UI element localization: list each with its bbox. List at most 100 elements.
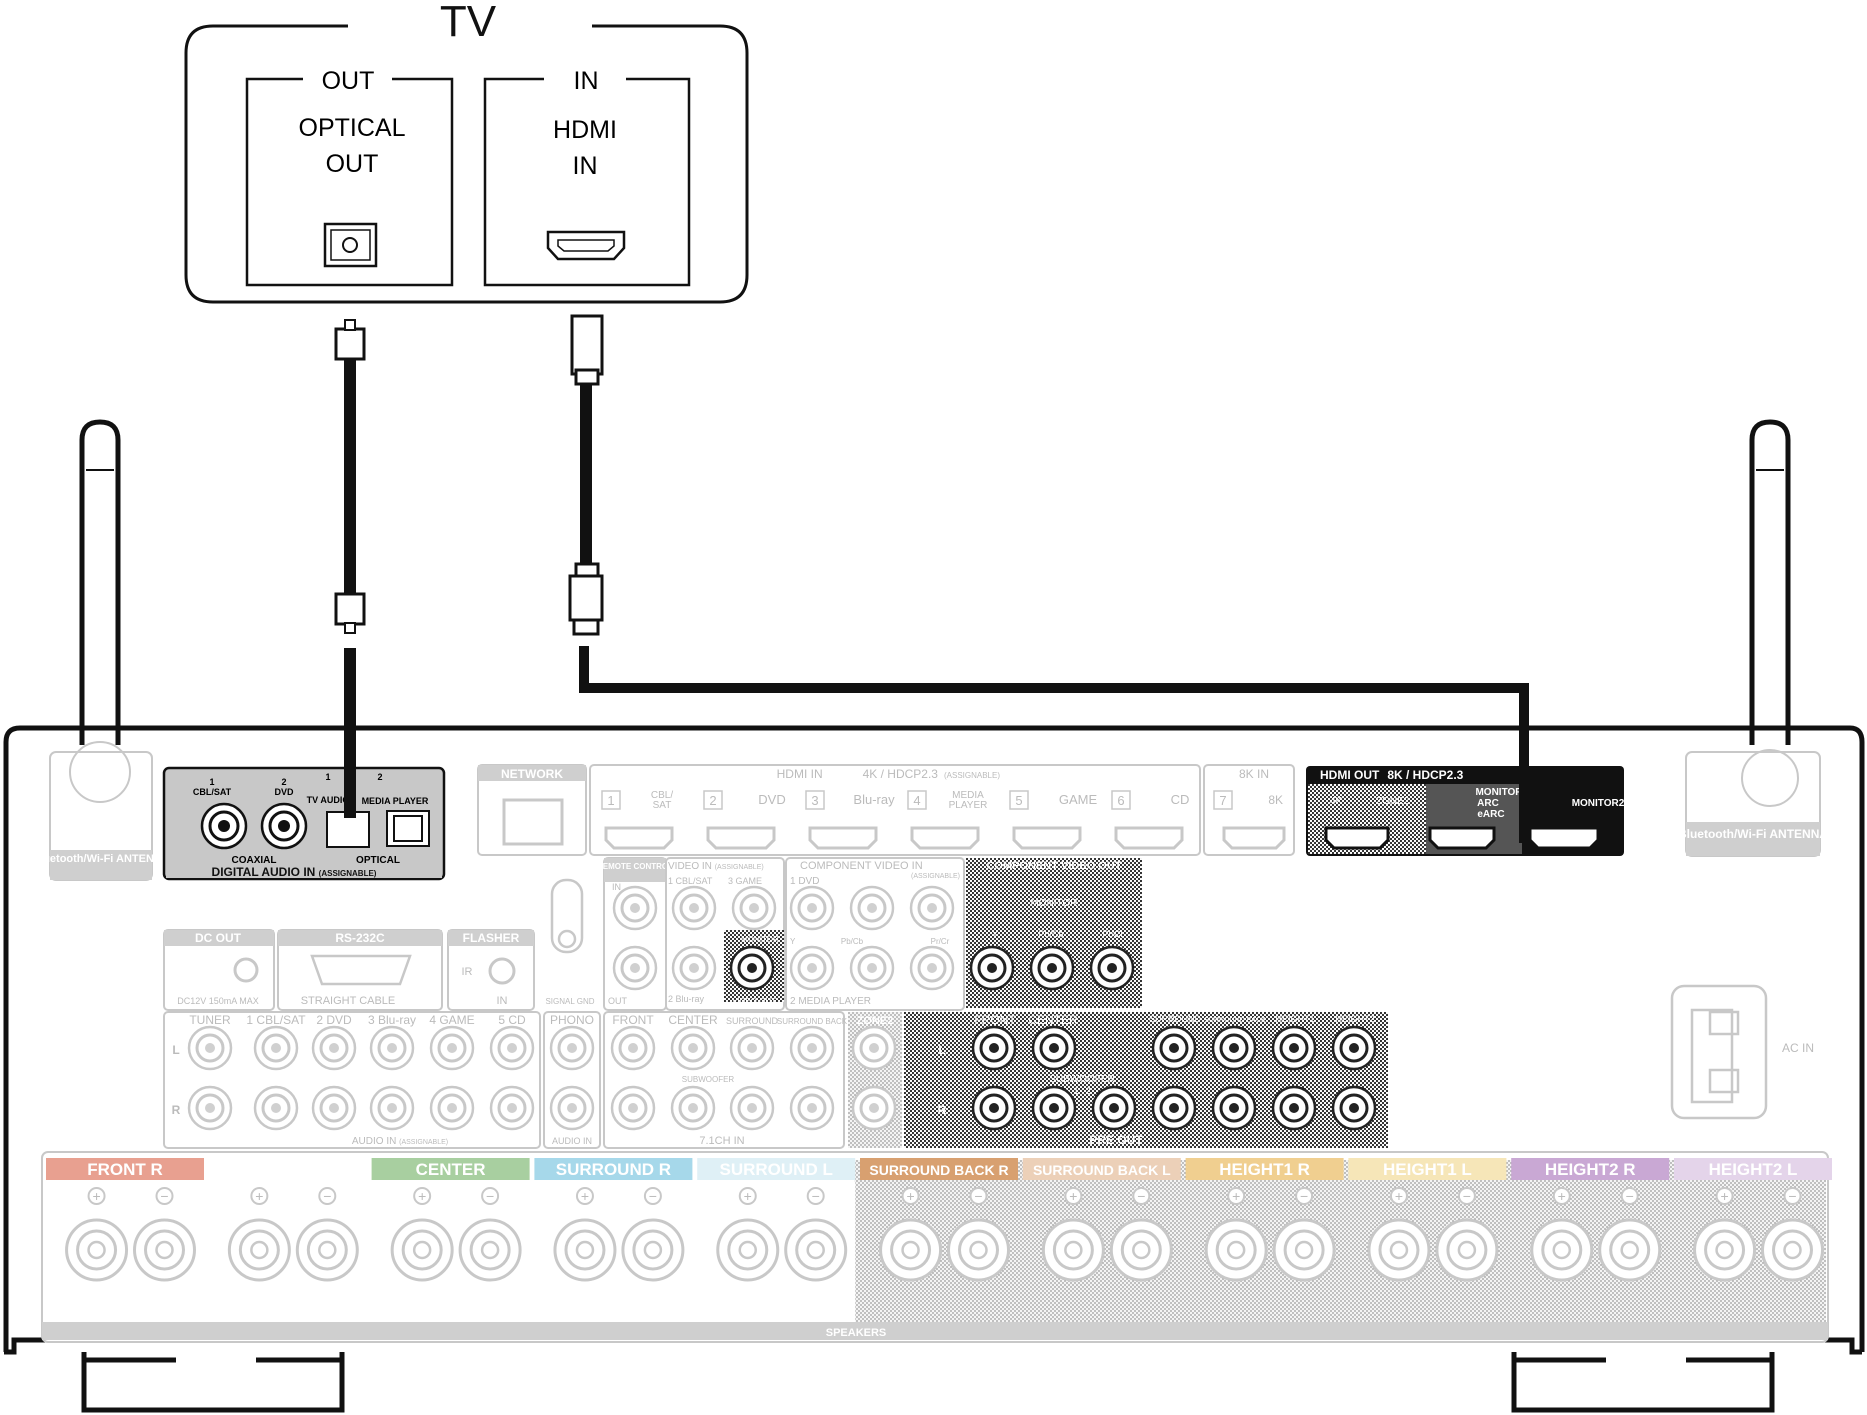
speaker-post[interactable]: −	[458, 1187, 522, 1282]
av-receiver: Bluetooth/Wi-Fi ANTENNA Bluetooth/Wi-Fi …	[3, 419, 1865, 1413]
speaker-post[interactable]: −	[1272, 1187, 1336, 1282]
71ch-in-jack[interactable]	[789, 1025, 835, 1071]
pre-out-jack[interactable]	[971, 1085, 1017, 1131]
svg-text:MEDIA PLAYER: MEDIA PLAYER	[362, 796, 429, 806]
component-in-2-jack[interactable]	[849, 945, 895, 991]
speaker-post[interactable]: −	[621, 1187, 685, 1282]
pre-out-jack[interactable]	[1271, 1085, 1317, 1131]
71ch-in-jack[interactable]	[670, 1085, 716, 1131]
speaker-post[interactable]: −	[1435, 1187, 1499, 1282]
speaker-post[interactable]: −	[1598, 1187, 1662, 1282]
audio-in-l-jack[interactable]	[369, 1025, 415, 1071]
speaker-post[interactable]: −	[947, 1187, 1010, 1282]
component-in-1-jack[interactable]	[849, 885, 895, 931]
speaker-post[interactable]: +	[390, 1187, 454, 1282]
speaker-post[interactable]: −	[1761, 1187, 1824, 1282]
audio-in-l-jack[interactable]	[311, 1025, 357, 1071]
hdmi-8k-in-port[interactable]	[1222, 826, 1286, 850]
audio-in-l-jack[interactable]	[489, 1025, 535, 1071]
audio-in-l-jack[interactable]	[429, 1025, 475, 1071]
71ch-in-jack[interactable]	[729, 1025, 775, 1071]
speaker-post[interactable]: +	[1530, 1187, 1594, 1282]
speaker-post[interactable]: +	[1693, 1187, 1757, 1282]
audio-in-r-jack[interactable]	[549, 1085, 595, 1131]
speaker-post[interactable]: +	[879, 1187, 943, 1282]
pre-out-jack[interactable]	[1151, 1025, 1197, 1071]
component-out-jack[interactable]	[1029, 945, 1075, 991]
hdmi-out-zone2-port[interactable]	[1324, 826, 1390, 850]
component-in-1-jack[interactable]	[789, 885, 835, 931]
71ch-in-jack[interactable]	[670, 1025, 716, 1071]
zone2-r-jack[interactable]	[851, 1085, 897, 1131]
pre-out-jack[interactable]	[1031, 1025, 1077, 1071]
audio-in-r-jack[interactable]	[489, 1085, 535, 1131]
audio-in-r-jack[interactable]	[369, 1085, 415, 1131]
speaker-post[interactable]: +	[1041, 1187, 1105, 1282]
pre-out-jack[interactable]	[1211, 1025, 1257, 1071]
coaxial-input-1[interactable]: 1 CBL/SAT	[193, 777, 248, 850]
pre-out-jack[interactable]	[1331, 1085, 1377, 1131]
speaker-post[interactable]: −	[295, 1187, 359, 1282]
polarity-sign: −	[486, 1188, 494, 1204]
audio-in-l-jack[interactable]	[187, 1025, 233, 1071]
audio-in-l-jack[interactable]	[253, 1025, 299, 1071]
pre-out-jack[interactable]	[1151, 1085, 1197, 1131]
ac-in[interactable]: AC IN	[1670, 984, 1814, 1120]
zone2-l-jack[interactable]	[851, 1025, 897, 1071]
component-out-jack[interactable]	[1089, 945, 1135, 991]
pre-out-jack[interactable]	[971, 1025, 1017, 1071]
speaker-post[interactable]: +	[1367, 1187, 1431, 1282]
component-out-jack[interactable]	[969, 945, 1015, 991]
audio-in-r-jack[interactable]	[429, 1085, 475, 1131]
optical-input-media-player[interactable]: 2 MEDIA PLAYER	[362, 772, 430, 847]
audio-in-l-jack[interactable]	[549, 1025, 595, 1071]
speaker-post[interactable]: −	[1109, 1187, 1173, 1282]
71ch-in-jack[interactable]	[789, 1085, 835, 1131]
hdmi-out-monitor-arc-port[interactable]	[1428, 826, 1496, 850]
pre-out-jack[interactable]	[1031, 1085, 1077, 1131]
tv-hdmi-in-port[interactable]	[546, 230, 626, 261]
71ch-in-jack[interactable]	[729, 1085, 775, 1131]
component-in-2-jack[interactable]	[789, 945, 835, 991]
speaker-post[interactable]: −	[133, 1187, 196, 1282]
component-in-2-jack[interactable]	[909, 945, 955, 991]
dc-out-jack[interactable]	[233, 957, 259, 983]
hdmi-in-number: 3	[811, 793, 818, 808]
remote-in-jack[interactable]	[612, 885, 658, 931]
speaker-post[interactable]: +	[716, 1187, 780, 1282]
speaker-post[interactable]: −	[784, 1187, 848, 1282]
audio-in-r-jack[interactable]	[187, 1085, 233, 1131]
component-in-1-jack[interactable]	[909, 885, 955, 931]
video-in-2-jack[interactable]	[671, 945, 717, 991]
audio-in-r-jack[interactable]	[253, 1085, 299, 1131]
hdmi-out-monitor2-port[interactable]	[1528, 826, 1600, 850]
71ch-in-jack[interactable]	[610, 1025, 656, 1071]
speaker-channel-label: SURROUND BACK L	[1033, 1162, 1171, 1178]
rs232c-port[interactable]	[310, 954, 412, 986]
tv-optical-out-port[interactable]	[323, 222, 378, 268]
monitor-video-out-jack[interactable]	[729, 945, 775, 991]
coaxial-input-2[interactable]: 2 DVD	[260, 777, 308, 850]
speaker-post[interactable]: +	[65, 1187, 129, 1282]
video-in-3-jack[interactable]	[731, 885, 777, 931]
speaker-post[interactable]: +	[1204, 1187, 1268, 1282]
flasher-jack[interactable]	[488, 957, 516, 985]
71ch-in-jack[interactable]	[610, 1085, 656, 1131]
pre-out-jack[interactable]	[1091, 1085, 1137, 1131]
pre-out-jack[interactable]	[1211, 1085, 1257, 1131]
ethernet-port[interactable]	[502, 798, 564, 846]
speaker-post[interactable]: +	[553, 1187, 617, 1282]
signal-gnd[interactable]: SIGNAL GND	[545, 878, 595, 1006]
pre-out-jack[interactable]	[1271, 1025, 1317, 1071]
audio-in-r-jack[interactable]	[311, 1085, 357, 1131]
speaker-post[interactable]: +	[227, 1187, 291, 1282]
pre-out-jack[interactable]	[1331, 1025, 1377, 1071]
video-in-1-jack[interactable]	[671, 885, 717, 931]
remote-out-jack[interactable]	[612, 945, 658, 991]
